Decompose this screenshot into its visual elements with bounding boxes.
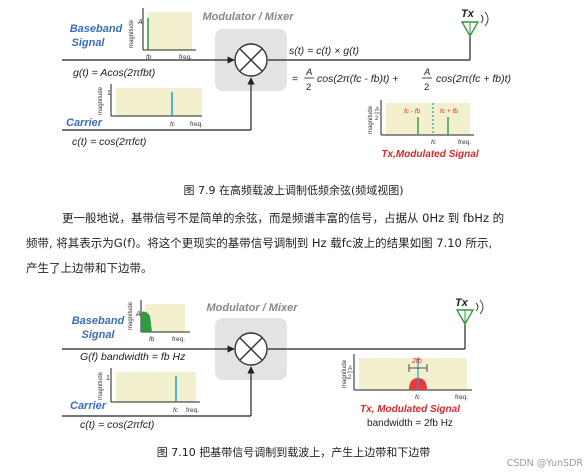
svg-text:magnitude: magnitude — [342, 359, 348, 388]
svg-text:2: 2 — [375, 116, 379, 122]
paragraph-line-1: 更一般地说，基带信号不是简单的余弦，而是频谱丰富的信号，占据从 0Hz 到 fb… — [62, 211, 505, 225]
carrier2-spectrum-plot: magnitude 1 fc freq. — [98, 368, 200, 414]
svg-text:fb: fb — [149, 336, 155, 343]
baseband2-spectrum-plot: magnitude A fb freq. — [128, 300, 190, 343]
st-equation: s(t) = c(t) × g(t) — [289, 45, 359, 57]
two-fb-label: 2fb — [411, 358, 422, 365]
baseband2-label-1: Baseband — [72, 315, 125, 327]
expansion-term-2: cos(2π(fc + fb)t) — [436, 73, 511, 85]
antenna2-icon — [455, 299, 484, 326]
bandwidth-label: bandwidth = 2fb Hz — [367, 418, 453, 429]
upper-sideband-label: fc + fb — [440, 108, 458, 115]
fb-label: fb — [146, 54, 152, 61]
figure-7-10: Baseband Signal magnitude A fb freq. Mod… — [62, 297, 484, 431]
tx2-modulated-label: Tx, Modulated Signal — [360, 404, 460, 415]
magnitude-label: magnitude — [129, 19, 135, 48]
modulated-spectrum-plot: magnitude A 2 fc - fb fc + fb fc freq. — [368, 100, 474, 146]
figure-7-9-caption: 图 7.9 在高频载波上调制低频余弦(频域视图) — [183, 184, 404, 197]
svg-text:fc: fc — [431, 139, 437, 146]
svg-text:magnitude: magnitude — [368, 105, 374, 134]
svg-text:A: A — [347, 366, 352, 372]
ct-equation: c(t) = cos(2πfct) — [72, 136, 146, 148]
paragraph-line-2: 频带, 将其表示为G(f)。将这个更现实的基带信号调制到 Hz 载fc波上的结果… — [26, 236, 493, 250]
modulator-title: Modulator / Mixer — [202, 11, 294, 23]
svg-text:1: 1 — [107, 90, 111, 97]
svg-text:fc: fc — [170, 121, 176, 128]
figure-7-9: Baseband Signal magnitude A fb freq. Mod… — [62, 8, 511, 160]
svg-text:A: A — [305, 67, 312, 78]
freq-label: freq. — [179, 54, 192, 61]
tx-label: Tx — [461, 8, 475, 20]
baseband-label-2: Signal — [71, 37, 105, 49]
antenna-icon — [460, 11, 489, 38]
ct2-equation: c(t) = cos(2πfct) — [80, 419, 154, 431]
figure-7-10-caption: 图 7.10 把基带信号调制到载波上，产生上边带和下边带 — [156, 446, 431, 459]
svg-text:freq.: freq. — [458, 139, 471, 146]
gf-bandwidth: G(f) bandwidth = fb Hz — [80, 351, 186, 363]
svg-text:magnitude: magnitude — [98, 86, 104, 115]
baseband-spectrum-plot: magnitude A fb freq. — [129, 8, 196, 61]
svg-text:fc: fc — [415, 394, 421, 401]
svg-text:freq.: freq. — [455, 394, 468, 401]
amp-A-label: A — [137, 19, 143, 26]
svg-text:A: A — [423, 67, 430, 78]
svg-text:magnitude: magnitude — [128, 301, 134, 330]
svg-text:=: = — [292, 73, 298, 85]
carrier2-label: Carrier — [70, 400, 107, 412]
modulator2-title: Modulator / Mixer — [206, 302, 298, 314]
lower-sideband-label: fc - fb — [404, 108, 421, 115]
gt-equation: g(t) = Acos(2πfbt) — [73, 67, 155, 79]
baseband2-label-2: Signal — [81, 329, 115, 341]
svg-text:2: 2 — [348, 375, 352, 381]
watermark: CSDN @YunSDR — [506, 458, 583, 469]
svg-text:freq.: freq. — [190, 121, 203, 128]
baseband-label-1: Baseband — [70, 23, 123, 35]
svg-text:fc: fc — [173, 407, 179, 414]
svg-text:1: 1 — [106, 375, 110, 382]
svg-text:2: 2 — [424, 82, 429, 93]
svg-text:magnitude: magnitude — [98, 371, 104, 400]
paragraph-line-3: 产生了上边带和下边带。 — [26, 261, 153, 275]
carrier-spectrum-plot: magnitude 1 fc freq. — [98, 84, 203, 128]
svg-text:A: A — [135, 311, 141, 318]
svg-text:freq.: freq. — [172, 336, 185, 343]
tx2-label: Tx — [455, 297, 469, 309]
svg-text:freq.: freq. — [186, 407, 199, 414]
carrier-label: Carrier — [66, 117, 103, 129]
expansion-term-1: cos(2π(fc - fb)t) + — [317, 73, 398, 85]
tx-modulated-label: Tx,Modulated Signal — [381, 149, 478, 160]
modulated2-spectrum-plot: 2fb magnitude A 2 fc freq. — [342, 354, 472, 401]
svg-text:2: 2 — [306, 82, 311, 93]
svg-text:A: A — [374, 107, 379, 113]
